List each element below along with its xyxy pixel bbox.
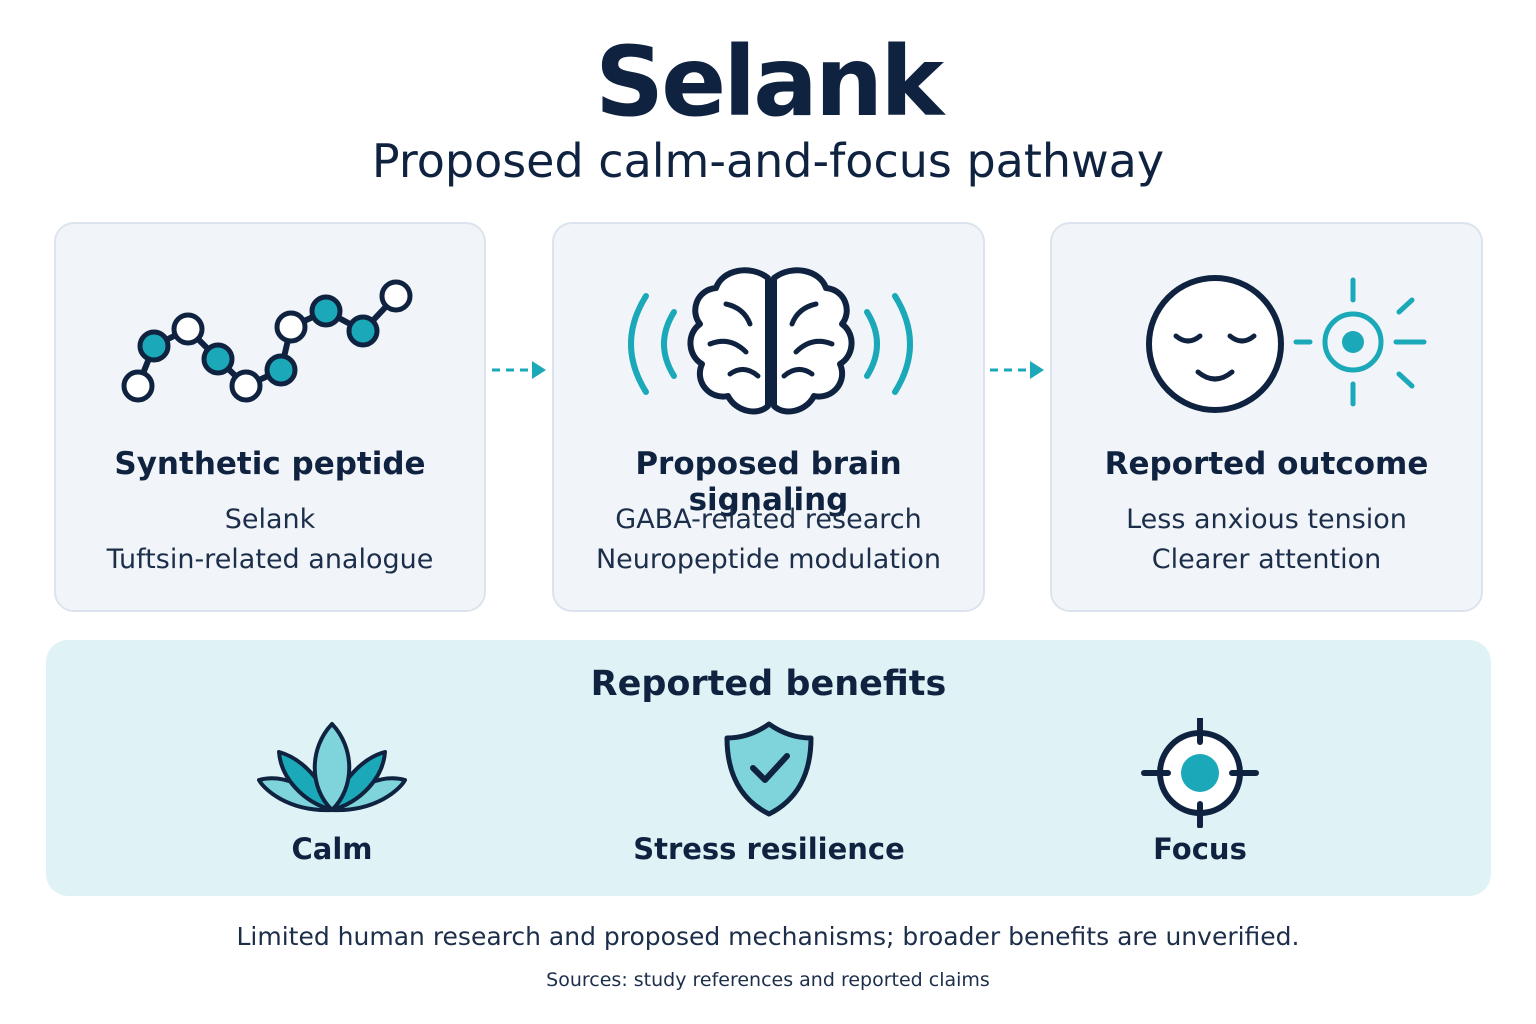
card-title: Proposed brain signaling <box>635 446 902 518</box>
page-subtitle: Proposed calm-and-focus pathway <box>371 134 1165 188</box>
card-detail: Clearer attention <box>1151 544 1382 575</box>
target-icon <box>1141 718 1259 828</box>
benefit-calm: Calm <box>182 718 482 888</box>
brain-signal-icon <box>554 224 983 444</box>
card-detail: Less anxious tension <box>1126 504 1407 535</box>
benefit-label: Focus <box>1153 832 1247 866</box>
card-detail: Tuftsin-related analogue <box>106 544 434 575</box>
lotus-icon <box>257 722 407 813</box>
page-title: Selank <box>594 26 944 138</box>
benefit-stress-resilience: Stress resilience <box>619 718 919 888</box>
benefit-focus: Focus <box>1050 718 1350 888</box>
card-synthetic-peptide: Synthetic peptide Selank Tuftsin-related… <box>54 222 486 612</box>
card-detail: GABA-related research <box>615 504 922 535</box>
shield-check-icon <box>724 721 814 817</box>
peptide-chain-icon <box>56 224 484 444</box>
card-title: Synthetic peptide <box>114 446 426 482</box>
benefit-label: Stress resilience <box>633 832 905 866</box>
card-brain-signaling: Proposed brain signaling GABA-related re… <box>552 222 985 612</box>
benefit-label: Calm <box>291 832 373 866</box>
card-detail: Neuropeptide modulation <box>595 544 942 575</box>
card-detail: Selank <box>224 504 316 535</box>
calm-face-focus-icon <box>1052 224 1481 444</box>
disclaimer: Limited human research and proposed mech… <box>236 922 1300 951</box>
card-title: Reported outcome <box>1104 446 1429 482</box>
benefits-panel: Reported benefits Calm Stress resilience… <box>46 640 1491 896</box>
benefits-title: Reported benefits <box>590 664 947 704</box>
card-reported-outcome: Reported outcome Less anxious tension Cl… <box>1050 222 1483 612</box>
arrow-right-icon <box>990 361 1044 379</box>
arrow-right-icon <box>492 361 546 379</box>
sources-note: Sources: study references and reported c… <box>546 969 990 991</box>
